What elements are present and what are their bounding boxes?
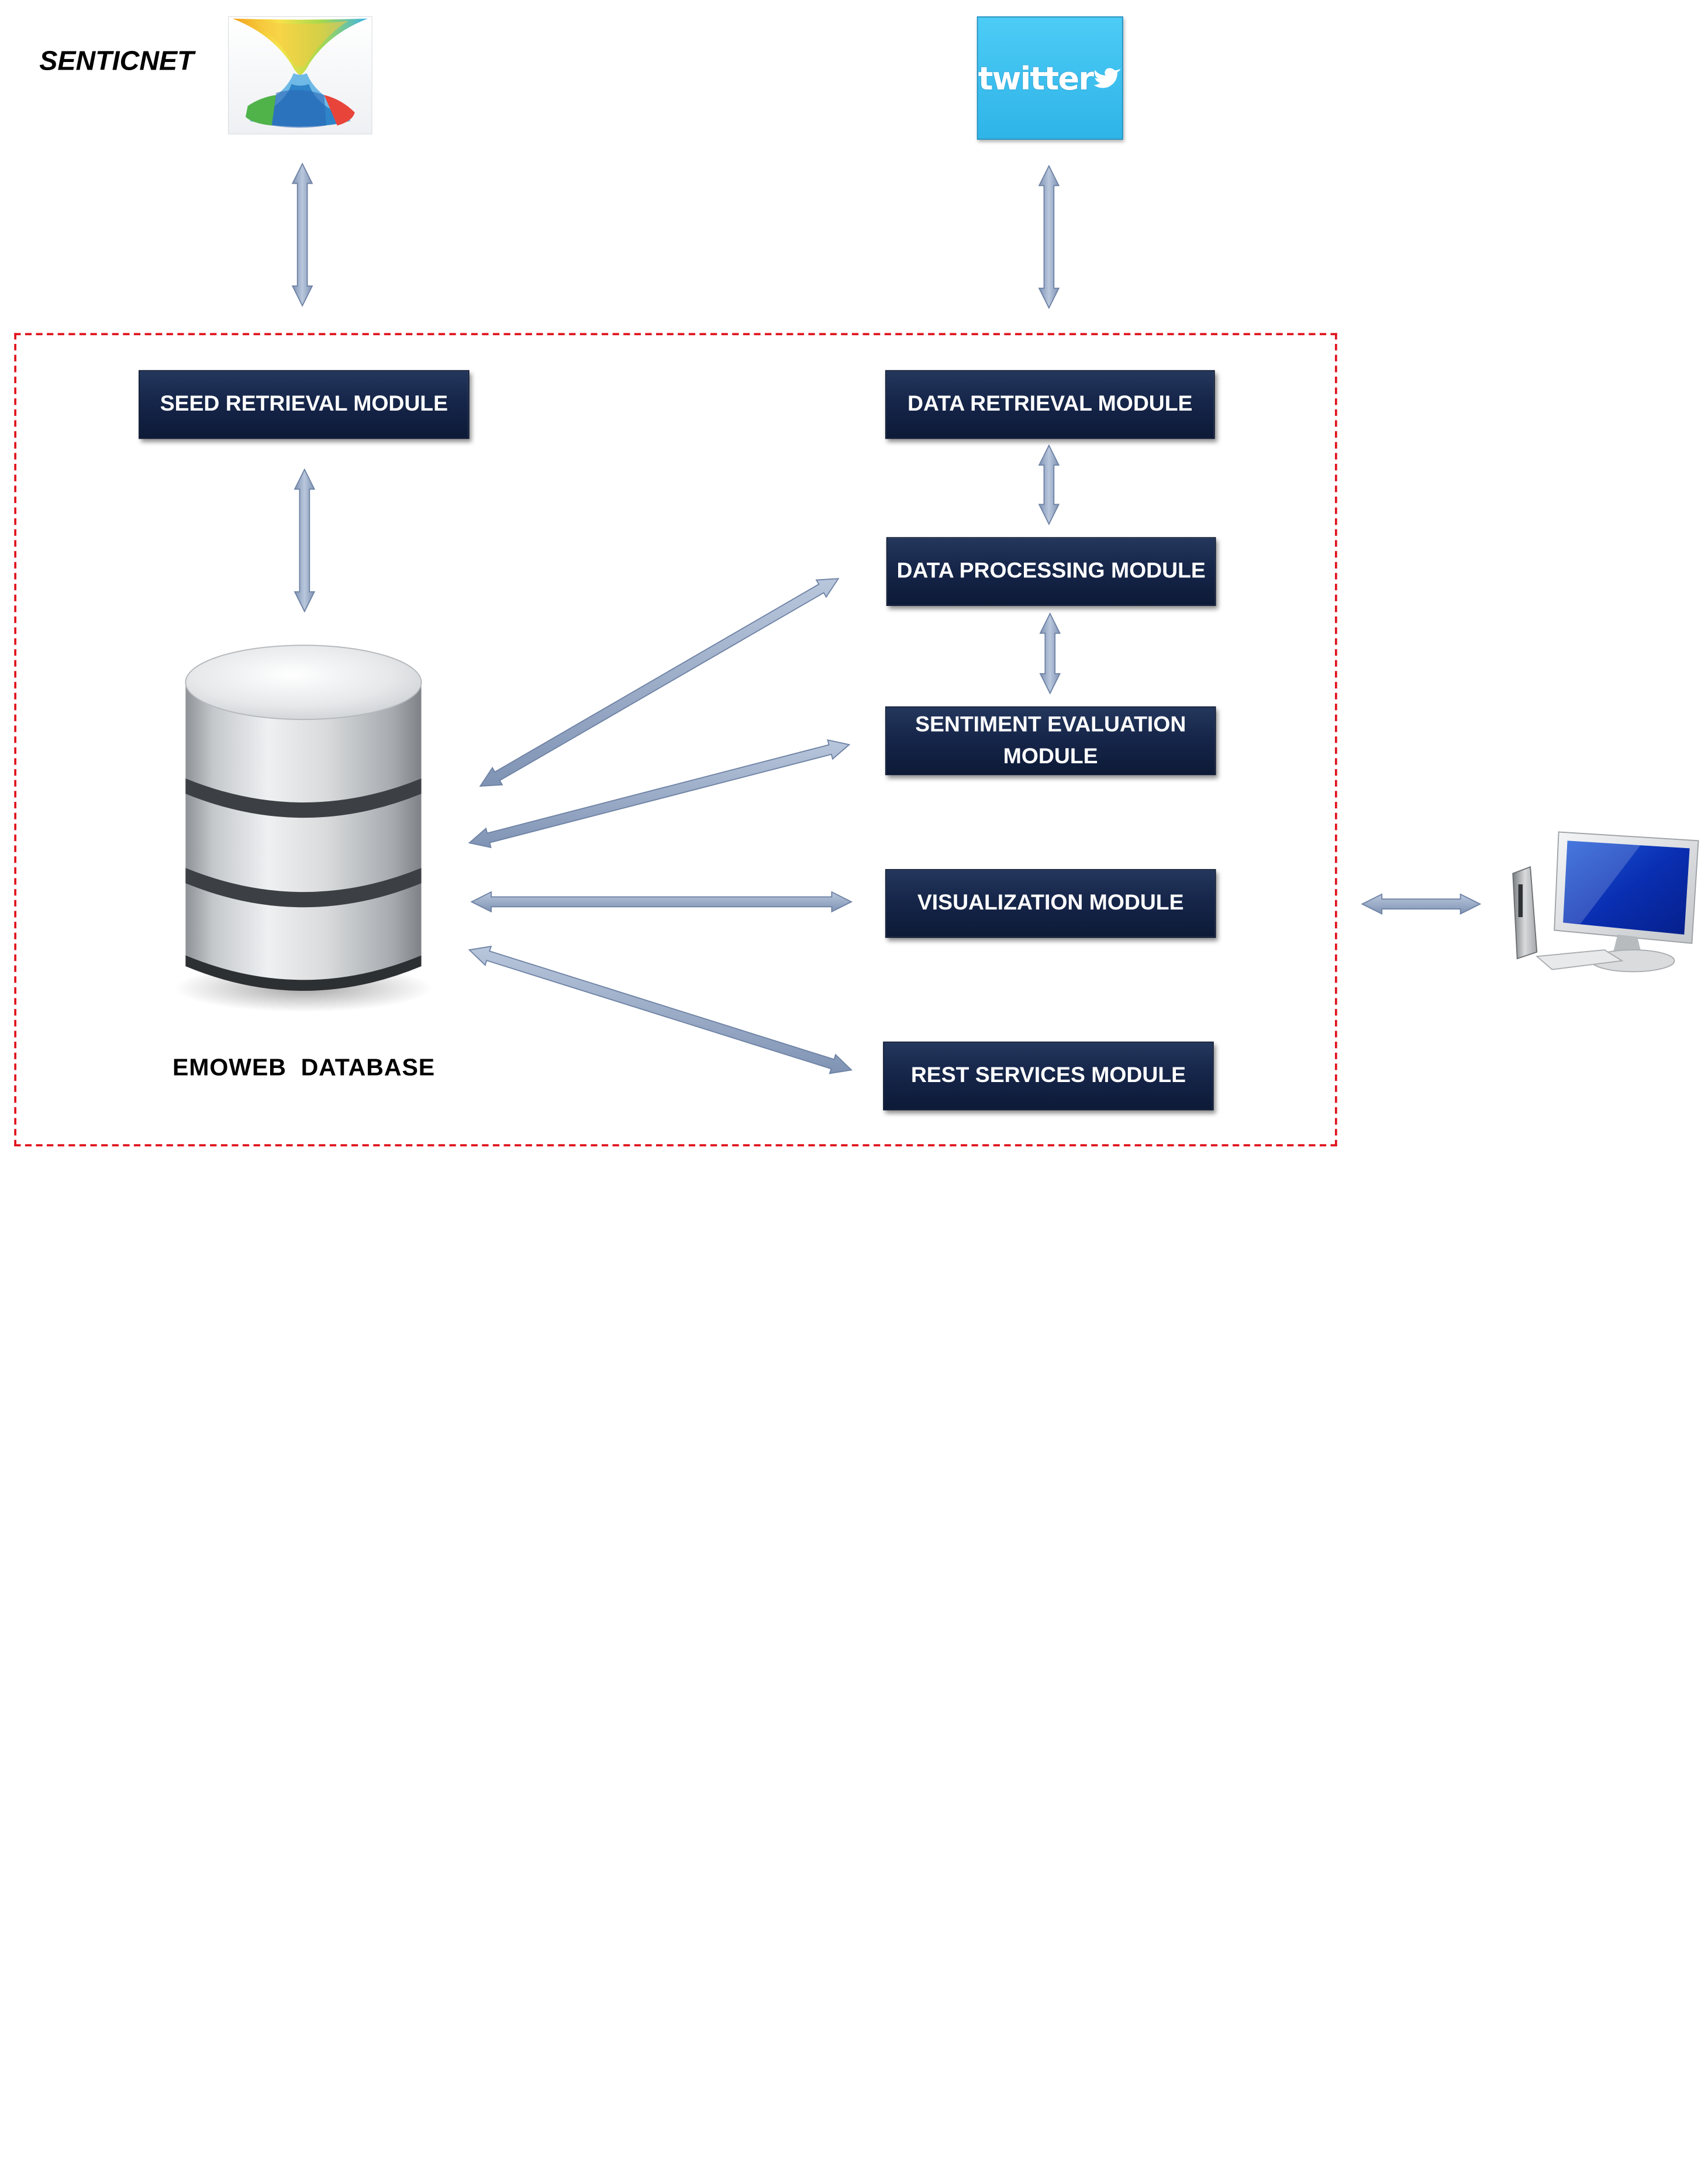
senticnet-logo-icon <box>228 16 372 135</box>
database-cylinder-icon <box>174 645 433 1012</box>
twitter-wordmark: twitter <box>978 59 1094 97</box>
data-retrieval-module-label: DATA RETRIEVAL MODULE <box>908 392 1193 416</box>
seed-retrieval-module-label: SEED RETRIEVAL MODULE <box>160 392 448 416</box>
visualization-module-label: VISUALIZATION MODULE <box>917 891 1184 915</box>
sentiment-evaluation-module-label-line2: MODULE <box>1003 744 1098 769</box>
system-boundary <box>14 333 1337 1147</box>
database-rest-arrow <box>468 945 853 1074</box>
processing-sentiment-arrow <box>1039 612 1061 695</box>
rest-services-module-label: REST SERVICES MODULE <box>910 1063 1186 1088</box>
sentiment-evaluation-module-label-line1: SENTIMENT EVALUATION <box>915 712 1186 737</box>
data-processing-module-label: DATA PROCESSING MODULE <box>896 559 1206 583</box>
desktop-computer-icon <box>1512 831 1699 973</box>
rest-services-module[interactable]: REST SERVICES MODULE <box>883 1041 1214 1111</box>
dataretrieval-processing-arrow <box>1038 444 1060 526</box>
twitter-dataretrieval-arrow <box>1038 164 1060 309</box>
senticnet-seed-arrow <box>291 162 313 307</box>
connector-arrows <box>291 162 1482 1074</box>
data-processing-module[interactable]: DATA PROCESSING MODULE <box>886 537 1216 607</box>
data-retrieval-module[interactable]: DATA RETRIEVAL MODULE <box>885 370 1215 439</box>
seed-retrieval-module[interactable]: SEED RETRIEVAL MODULE <box>139 370 470 439</box>
twitter-bird-icon <box>1093 67 1122 88</box>
system-client-arrow <box>1361 893 1482 915</box>
twitter-logo-icon: twitter <box>977 16 1123 140</box>
database-sentiment-arrow <box>468 739 851 849</box>
database-processing-arrow <box>479 578 840 787</box>
senticnet-label: SENTICNET <box>39 46 194 77</box>
visualization-module[interactable]: VISUALIZATION MODULE <box>885 869 1216 938</box>
seed-database-arrow <box>294 468 316 613</box>
database-label: EMOWEB DATABASE <box>172 1053 436 1081</box>
database-visualization-arrow <box>470 891 853 913</box>
sentiment-evaluation-module[interactable]: SENTIMENT EVALUATION MODULE <box>885 706 1216 776</box>
